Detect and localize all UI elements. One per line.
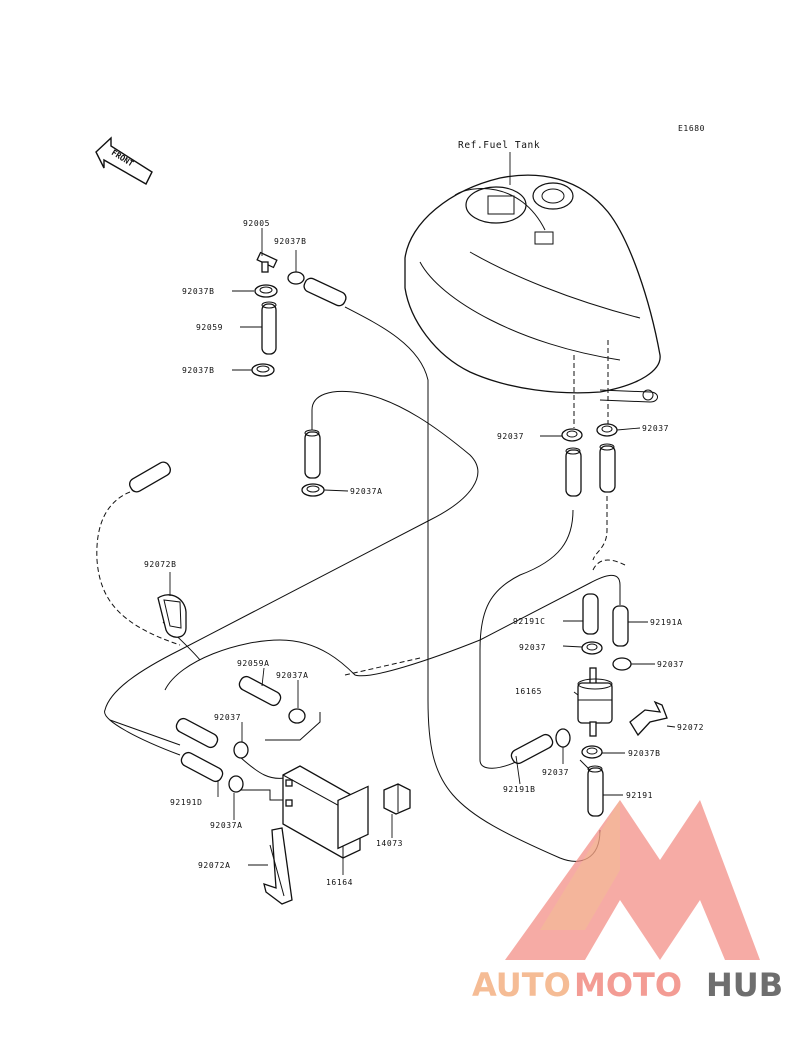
label-92037-tank-left: 92037 xyxy=(497,432,524,441)
label-92037-canister: 92037 xyxy=(214,713,241,722)
label-92037b-c: 92037B xyxy=(182,366,215,375)
label-14073: 14073 xyxy=(376,839,403,848)
label-92037-filter-left: 92037 xyxy=(519,643,546,652)
label-92037-filter-right: 92037 xyxy=(657,660,684,669)
watermark-text-moto: MOTO xyxy=(574,966,682,1004)
clamp-92037a-canister-top xyxy=(288,708,306,724)
hose-92191 xyxy=(587,765,604,817)
clamp-92037-canister xyxy=(233,741,249,759)
hose-tank-right xyxy=(599,443,616,493)
label-92037b-b: 92037B xyxy=(182,287,215,296)
label-92037-filter-bottom: 92037 xyxy=(542,768,569,777)
diagram-code: E1680 xyxy=(678,124,705,133)
hose-92191a xyxy=(612,605,629,647)
automotohub-watermark: AUTO MOTO HUB xyxy=(472,800,783,1004)
clamp-92037b-lower xyxy=(251,363,275,377)
label-92072: 92072 xyxy=(677,723,704,732)
clamp-92037a-upper xyxy=(301,483,325,497)
clamp-92037b-mid xyxy=(254,284,278,298)
band-92072a xyxy=(263,827,293,905)
label-92037a-upper: 92037A xyxy=(350,487,383,496)
watermark-logo-icon xyxy=(505,800,760,960)
clamp-92037-tank-left xyxy=(561,428,583,442)
hose-canister-upper xyxy=(175,717,219,749)
hose-92191c xyxy=(582,593,599,635)
clamp-92037a-canister-lower xyxy=(228,775,244,793)
label-92037-tank-right: 92037 xyxy=(642,424,669,433)
label-92072b: 92072B xyxy=(144,560,177,569)
leader-lines xyxy=(169,228,676,875)
label-92072a: 92072A xyxy=(198,861,231,870)
clamp-92037b-filter xyxy=(581,745,603,759)
label-92037b-a: 92037B xyxy=(274,237,307,246)
hose-92191b xyxy=(510,733,554,765)
label-92191b: 92191B xyxy=(503,785,536,794)
watermark-text-auto: AUTO xyxy=(472,966,571,1004)
hose-92059a xyxy=(238,675,282,707)
label-92005: 92005 xyxy=(243,219,270,228)
clamp-92037-filter-left xyxy=(555,728,571,748)
label-92059: 92059 xyxy=(196,323,223,332)
front-direction-arrow: FRONT xyxy=(95,136,153,185)
label-92191d: 92191D xyxy=(170,798,203,807)
clamp-92037-tank-right xyxy=(596,423,618,437)
hose-tank-left xyxy=(565,447,582,497)
canister-16164 xyxy=(282,765,369,859)
label-92037b-filter: 92037B xyxy=(628,749,661,758)
hose-92059 xyxy=(261,301,277,355)
band-92072b xyxy=(157,594,187,638)
hose-left-end xyxy=(128,461,172,493)
clamp-92037-filter-top-left xyxy=(581,641,603,655)
hose-92191d xyxy=(180,751,224,783)
hose-upper-diagonal xyxy=(303,277,347,307)
hose-upper-left-short xyxy=(304,429,321,479)
fitting-92005 xyxy=(256,251,278,273)
label-92191a: 92191A xyxy=(650,618,683,627)
clamp-92037-filter-top-right xyxy=(612,657,632,671)
watermark-text-hub: HUB xyxy=(706,966,783,1004)
label-92191c: 92191C xyxy=(513,617,546,626)
label-16164: 16164 xyxy=(326,878,353,887)
label-92037a-lower: 92037A xyxy=(210,821,243,830)
bracket-92072 xyxy=(629,700,668,737)
label-92191: 92191 xyxy=(626,791,653,800)
fuel-tank xyxy=(404,174,661,403)
cap-14073 xyxy=(383,783,411,815)
fuel-filter-16165 xyxy=(577,667,613,737)
ref-fuel-tank-label: Ref.Fuel Tank xyxy=(458,140,540,151)
label-16165: 16165 xyxy=(515,687,542,696)
clamp-92037b-upper xyxy=(287,271,305,285)
label-92059a: 92059A xyxy=(237,659,270,668)
label-92037a-canister: 92037A xyxy=(276,671,309,680)
